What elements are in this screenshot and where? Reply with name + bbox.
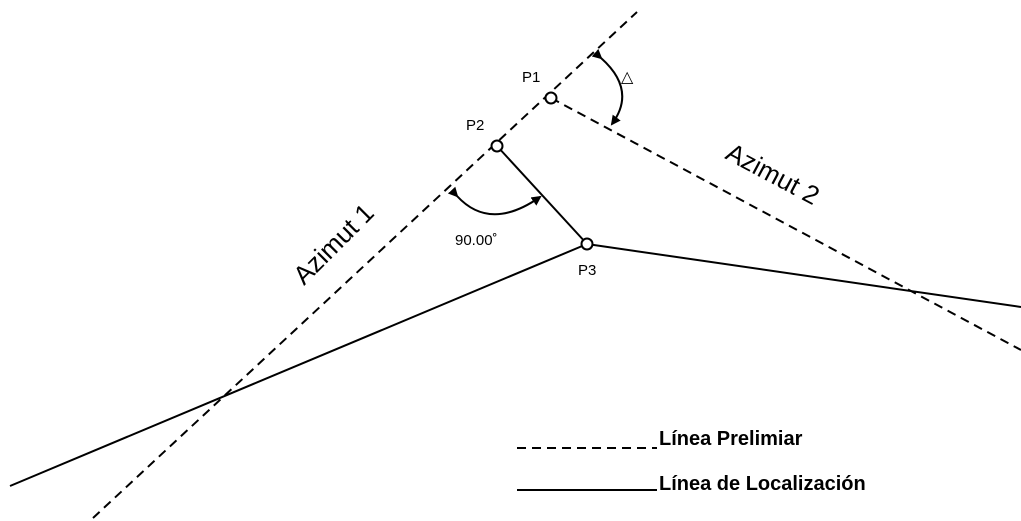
azimut-2-label: Azimut 2 — [721, 137, 824, 211]
legend-location-label: Línea de Localización — [659, 473, 866, 495]
preliminary-line-2 — [550, 97, 1021, 351]
right-angle-arc — [447, 186, 542, 216]
point-p3-marker — [580, 237, 594, 251]
point-p2-marker — [490, 139, 504, 153]
point-p1-label: P1 — [522, 69, 540, 86]
preliminary-line-1 — [92, 11, 638, 519]
delta-label: △ — [621, 69, 634, 86]
location-line-right — [586, 243, 1021, 308]
perpendicular-offset — [496, 145, 588, 245]
location-line-left — [9, 243, 588, 487]
legend-preliminary-label: Línea Prelimiar — [659, 428, 803, 450]
point-p3-label: P3 — [578, 262, 596, 279]
right-angle-label: 90.00˚ — [455, 232, 498, 249]
delta-arc — [591, 48, 624, 126]
azimut-1-label: Azimut 1 — [287, 198, 380, 291]
point-p1-marker — [544, 91, 558, 105]
legend: Línea Prelimiar Línea de Localización — [517, 428, 866, 495]
point-p2-label: P2 — [466, 117, 484, 134]
